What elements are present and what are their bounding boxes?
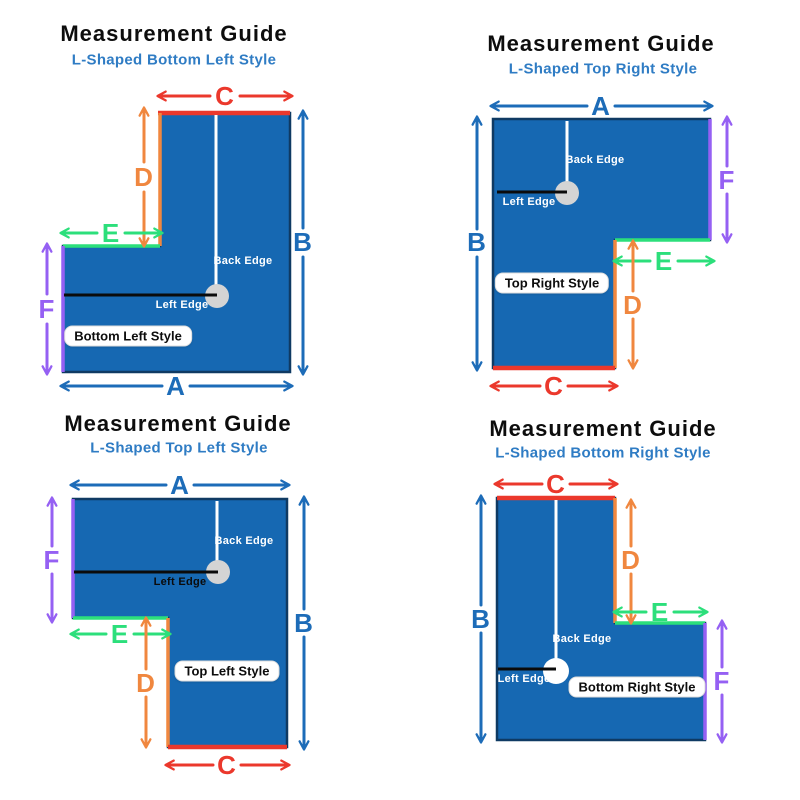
measure-b-arrow: B xyxy=(471,494,491,744)
measure-letter-e: E xyxy=(655,246,673,276)
left-edge-label: Left Edge xyxy=(156,299,209,311)
measure-letter-c: C xyxy=(215,81,235,111)
l-shape-bottom-right xyxy=(495,496,707,742)
measure-letter-d: D xyxy=(623,290,643,320)
measure-letter-a: A xyxy=(166,371,186,401)
measure-d-arrow: D xyxy=(136,616,156,749)
measure-c-arrow: C xyxy=(493,469,619,499)
left-edge-label: Left Edge xyxy=(154,576,207,588)
measure-letter-d: D xyxy=(136,668,156,698)
measure-c-arrow: C xyxy=(489,371,619,401)
measure-b-arrow: B xyxy=(467,115,487,372)
back-edge-label: Back Edge xyxy=(215,535,274,547)
measure-letter-a: A xyxy=(591,91,611,121)
measure-a-arrow: A xyxy=(489,91,714,121)
q2-title: Measurement Guide xyxy=(487,31,715,56)
q4-title: Measurement Guide xyxy=(489,416,717,441)
quadrant-top-right: Back Edge Left Edge A B F E D xyxy=(467,91,736,401)
quadrant-bottom-right: Back Edge Left Edge C B D E F xyxy=(471,469,731,744)
measure-letter-f: F xyxy=(719,165,736,195)
left-edge-label: Left Edge xyxy=(503,196,556,208)
left-edge-label: Left Edge xyxy=(498,673,551,685)
measure-a-arrow: A xyxy=(69,470,291,500)
back-edge-label: Back Edge xyxy=(553,633,612,645)
measure-letter-b: B xyxy=(467,227,487,257)
measure-d-arrow: D xyxy=(134,106,154,248)
measure-letter-e: E xyxy=(111,619,129,649)
q3-style-label-box: Top Left Style xyxy=(174,660,280,682)
q2-subtitle: L-Shaped Top Right Style xyxy=(508,60,698,78)
q3-title: Measurement Guide xyxy=(64,411,292,436)
q1-subtitle: L-Shaped Bottom Left Style xyxy=(71,51,277,69)
measure-f-arrow: F xyxy=(44,496,61,624)
measure-letter-f: F xyxy=(44,545,61,575)
measure-c-arrow: C xyxy=(156,81,294,111)
measure-letter-e: E xyxy=(651,597,669,627)
measure-d-arrow: D xyxy=(623,239,643,370)
measure-a-arrow: A xyxy=(59,371,294,401)
q3-subtitle: L-Shaped Top Left Style xyxy=(90,439,268,457)
measure-letter-b: B xyxy=(471,604,491,634)
measure-letter-b: B xyxy=(294,608,314,638)
q1-title: Measurement Guide xyxy=(60,21,288,46)
measure-f-arrow: F xyxy=(719,115,736,244)
quadrant-bottom-left: Back Edge Left Edge C B A D E xyxy=(39,81,313,401)
measure-letter-a: A xyxy=(170,470,190,500)
q4-subtitle: L-Shaped Bottom Right Style xyxy=(495,444,711,462)
back-edge-label: Back Edge xyxy=(214,255,273,267)
q2-style-label-box: Top Right Style xyxy=(494,272,610,294)
measure-letter-c: C xyxy=(546,469,566,499)
measure-letter-c: C xyxy=(217,750,237,780)
back-edge-label: Back Edge xyxy=(566,154,625,166)
quadrant-top-left: Back Edge Left Edge A B F E D xyxy=(44,470,314,780)
measure-letter-b: B xyxy=(293,227,313,257)
measure-b-arrow: B xyxy=(294,495,314,751)
measure-origin-circle xyxy=(543,658,569,684)
measure-letter-f: F xyxy=(39,294,56,324)
q4-style-label-box: Bottom Right Style xyxy=(568,676,706,698)
measure-e-arrow: E xyxy=(612,597,709,627)
measure-c-arrow: C xyxy=(164,750,291,780)
measure-f-arrow: F xyxy=(714,619,731,744)
measure-e-arrow: E xyxy=(59,218,164,248)
measure-f-arrow: F xyxy=(39,242,56,376)
measure-letter-c: C xyxy=(544,371,564,401)
measure-letter-f: F xyxy=(714,666,731,696)
measure-e-arrow: E xyxy=(69,619,172,649)
measure-d-arrow: D xyxy=(621,498,641,625)
measure-letter-e: E xyxy=(102,218,120,248)
measure-letter-d: D xyxy=(621,545,641,575)
q1-style-label-box: Bottom Left Style xyxy=(64,325,192,347)
measure-b-arrow: B xyxy=(293,109,313,376)
measure-letter-d: D xyxy=(134,162,154,192)
measure-e-arrow: E xyxy=(612,246,716,276)
